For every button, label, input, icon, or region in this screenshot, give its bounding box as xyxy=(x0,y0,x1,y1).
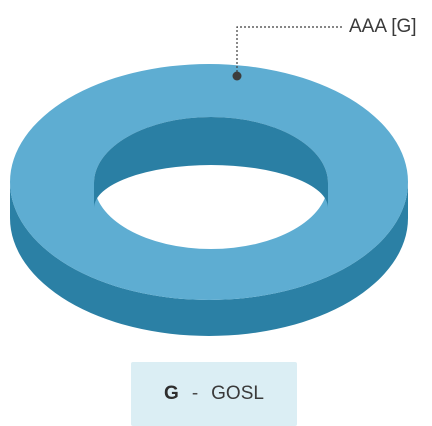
donut-slice-G[interactable] xyxy=(10,64,408,300)
legend-key: G xyxy=(164,383,179,404)
callout-leader-line xyxy=(236,26,343,76)
callout-marker-dot xyxy=(232,71,242,81)
legend-separator: - xyxy=(191,383,199,404)
donut-inner-wall xyxy=(94,117,328,208)
legend-series-name: GOSL xyxy=(211,383,264,404)
legend-box: G - GOSL xyxy=(131,362,297,426)
slice-data-label: AAA [G] xyxy=(349,16,417,37)
donut-side-wall xyxy=(10,182,408,336)
